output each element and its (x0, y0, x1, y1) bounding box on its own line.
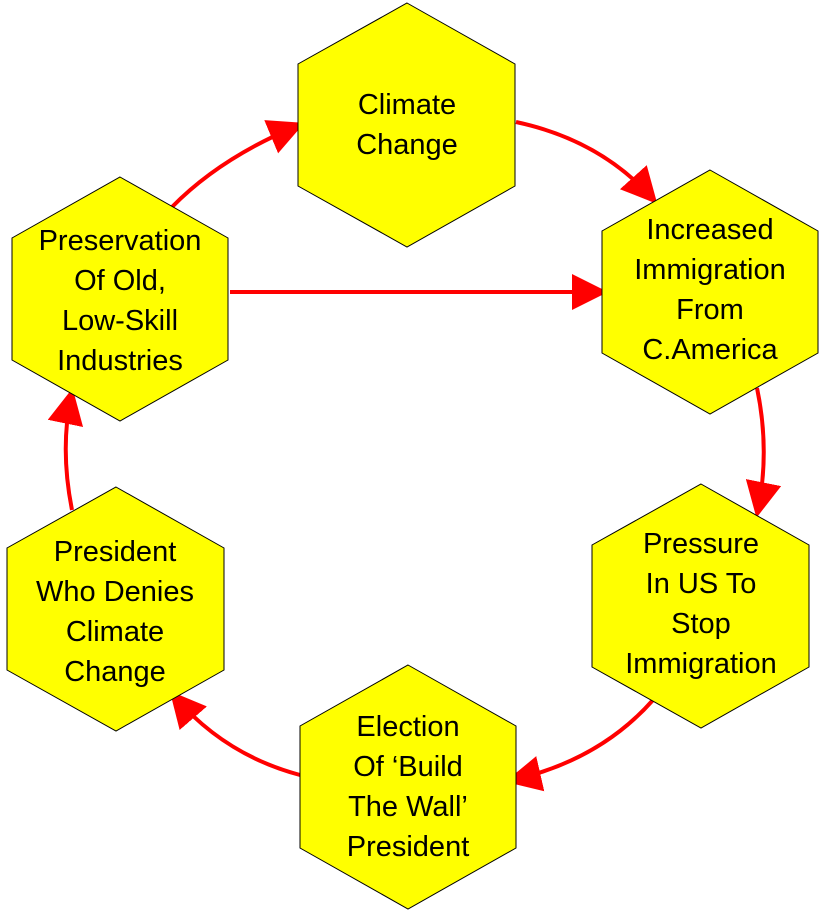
arrow-election-to-president (169, 690, 301, 777)
label-climate-change: Climate Change (356, 89, 458, 161)
arrow-pressure-to-election (505, 698, 655, 792)
arrow-immigration-to-pressure (745, 387, 782, 518)
label-pressure-stop-immigration: Pressure In US To Stop Immigration (625, 528, 777, 680)
node-preservation-industries (11, 176, 229, 422)
node-climate-change (297, 2, 516, 248)
label-election-build-wall: Election Of ‘Build The Wall’ President (346, 711, 470, 863)
arrow-climate-to-immigration (515, 120, 658, 204)
label-president-denies-climate: President Who Denies Climate Change (36, 536, 194, 688)
node-increased-immigration (601, 169, 819, 415)
node-president-denies-climate (6, 486, 225, 732)
node-pressure-stop-immigration (591, 483, 810, 729)
label-preservation-industries: Preservation Of Old, Low-Skill Industrie… (38, 225, 202, 377)
node-election-build-wall (299, 664, 517, 910)
arrow-president-to-preservation (47, 388, 84, 511)
arrow-preservation-to-climate (170, 120, 305, 209)
label-increased-immigration: Increased Immigration From C.America (634, 214, 786, 366)
